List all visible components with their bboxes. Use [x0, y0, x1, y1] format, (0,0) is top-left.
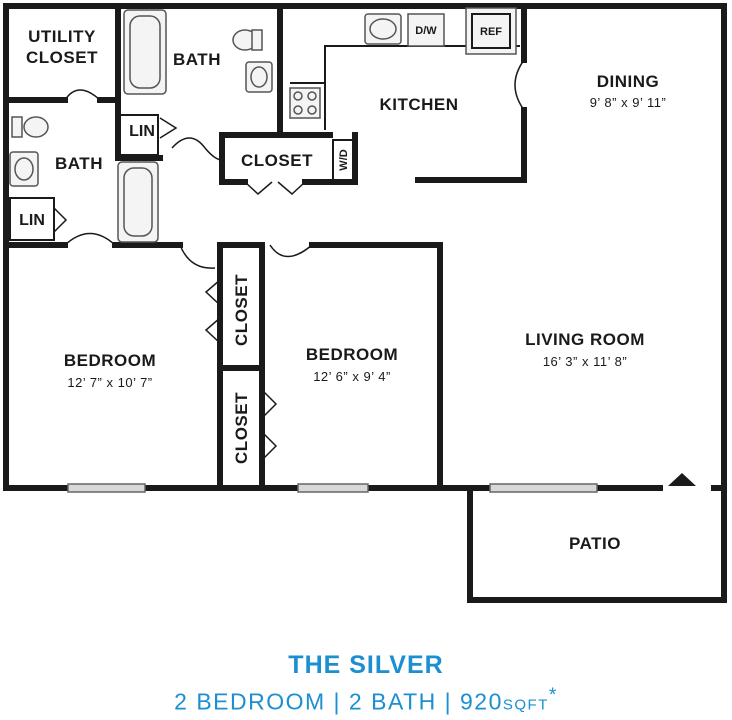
- lin-top-label: LIN: [129, 123, 155, 140]
- kitchen-label: KITCHEN: [379, 95, 458, 114]
- window-bedroom-left: [67, 483, 146, 493]
- plan-summary: 2 BEDROOM | 2 BATH | 920SQFT*: [0, 682, 732, 720]
- bath-top-label: BATH: [173, 50, 221, 69]
- countertop-lines: [9, 45, 520, 241]
- patio-label: PATIO: [569, 534, 621, 553]
- living-room-dims: 16’ 3” x 11’ 8”: [543, 354, 627, 369]
- closet-upper-label: CLOSET: [232, 274, 251, 346]
- utility-closet-label-1: UTILITY: [28, 27, 96, 46]
- doors: [53, 59, 525, 461]
- toilet-left: [23, 116, 49, 138]
- refrigerator: [465, 7, 517, 55]
- plan-sqft-unit: SQFT: [502, 696, 549, 714]
- bath-left-label: BATH: [55, 154, 103, 173]
- living-room-label: LIVING ROOM: [525, 330, 645, 349]
- utility-closet-label-2: CLOSET: [26, 48, 98, 67]
- interior-walls: [3, 3, 727, 603]
- bedroom-mid-label: BEDROOM: [306, 345, 398, 364]
- fixtures: [9, 7, 517, 243]
- refrigerator-label: REF: [480, 26, 502, 38]
- dining-dims: 9’ 8” x 9’ 11”: [590, 95, 667, 110]
- dining-label: DINING: [597, 72, 660, 91]
- closet-lower-label: CLOSET: [232, 392, 251, 464]
- plan-asterisk: *: [548, 685, 558, 706]
- plan-title-block: THE SILVER 2 BEDROOM | 2 BATH | 920SQFT*: [0, 648, 732, 720]
- dishwasher-label: D/W: [415, 25, 437, 37]
- washer-dryer-label: W/D: [338, 149, 350, 170]
- floor-plan: UTILITY CLOSET BATH BATH LIN LIN KITCHEN…: [3, 3, 727, 603]
- window-living-room: [489, 483, 598, 493]
- bedroom-mid-dims: 12’ 6” x 9’ 4”: [313, 369, 391, 384]
- lin-left-label: LIN: [19, 212, 45, 229]
- bedroom-left-dims: 12’ 7” x 10’ 7”: [67, 375, 152, 390]
- closet-hall-label: CLOSET: [241, 151, 313, 170]
- plan-name: THE SILVER: [288, 651, 444, 679]
- entry-arrow-icon: [668, 473, 696, 486]
- plan-summary-text: 2 BEDROOM | 2 BATH | 920: [174, 688, 503, 715]
- bedroom-left-label: BEDROOM: [64, 351, 156, 370]
- windows: [67, 483, 598, 493]
- range: [289, 87, 321, 119]
- dishwasher: [407, 13, 445, 47]
- window-bedroom-mid: [297, 483, 369, 493]
